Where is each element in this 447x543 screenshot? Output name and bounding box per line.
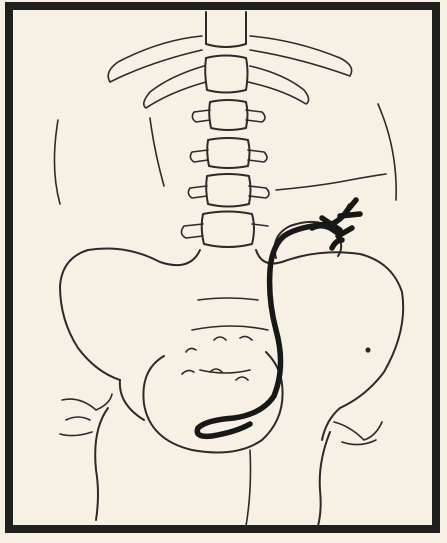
landmark-dot <box>365 347 370 352</box>
